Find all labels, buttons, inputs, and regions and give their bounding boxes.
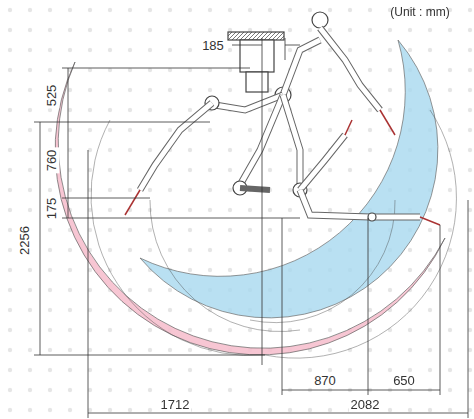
dimension-value: 870 xyxy=(312,373,338,388)
dimension-value: 2256 xyxy=(16,224,31,257)
dimension-value: 175 xyxy=(44,195,59,221)
dimension-value: 760 xyxy=(44,147,59,173)
right-envelope xyxy=(140,40,438,318)
dimension-value: 2082 xyxy=(349,397,382,412)
dimension-value: 1712 xyxy=(159,397,192,412)
dimension-value: 650 xyxy=(391,373,417,388)
dimension-value: 525 xyxy=(44,82,59,108)
robot-figure xyxy=(125,12,440,225)
unit-note: (Unit : mm) xyxy=(388,5,451,19)
dimension-lines xyxy=(34,38,468,418)
dimension-value: 185 xyxy=(200,38,226,53)
